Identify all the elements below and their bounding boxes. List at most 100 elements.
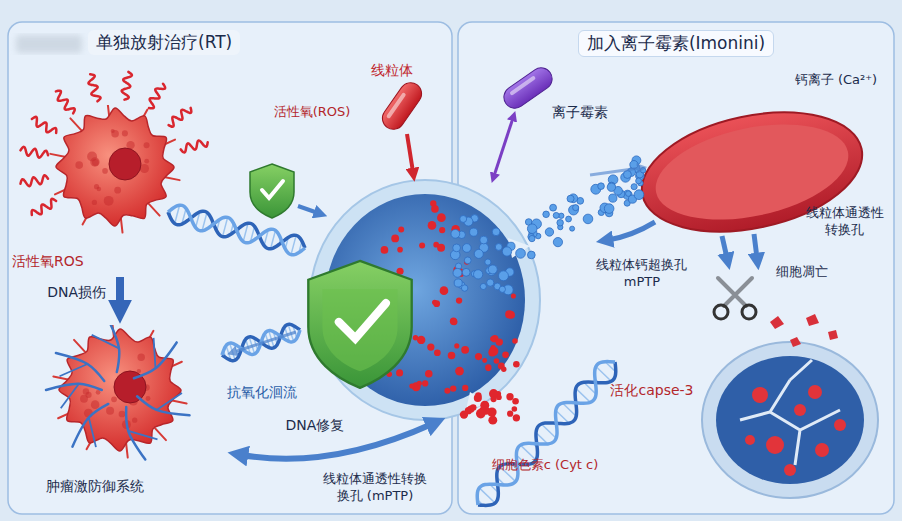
red-particle	[437, 213, 446, 222]
label-box: 细胞凋亡	[776, 264, 828, 281]
fragment	[808, 385, 822, 399]
ros-waves	[20, 72, 207, 215]
check-mark	[262, 181, 283, 198]
calcium-particle	[454, 279, 462, 287]
defense-vein	[92, 335, 119, 349]
tumor-texture	[92, 159, 99, 166]
calcium-particle	[598, 183, 605, 190]
calcium-particle	[460, 215, 467, 222]
red-particle	[511, 293, 516, 298]
helix-rung	[291, 235, 296, 254]
tumor-texture	[144, 142, 150, 148]
calcium-particle	[502, 247, 511, 256]
red-particle	[512, 406, 518, 412]
central-cell	[310, 180, 540, 420]
tendril	[149, 204, 160, 216]
calcium-particle	[625, 191, 631, 197]
part-label: 钙离子 (Ca²⁺)	[795, 72, 877, 89]
tumor-texture	[86, 392, 92, 398]
red-particle	[428, 221, 437, 230]
red-particle	[433, 300, 440, 307]
calcium-particle	[470, 228, 478, 236]
helix-strand	[222, 324, 300, 360]
ros-wave	[32, 199, 56, 215]
red-particle	[512, 338, 518, 344]
tendril	[164, 177, 180, 180]
fragment	[794, 404, 806, 416]
tumor-texture	[106, 407, 114, 415]
tumor-outline	[56, 108, 174, 226]
tendril	[107, 105, 109, 117]
red-particle	[507, 411, 513, 417]
label-box: 活化capse-3	[610, 381, 693, 399]
calcium-particle	[492, 228, 500, 236]
red-particle	[409, 383, 414, 388]
tumor-texture	[132, 417, 137, 422]
tendril	[167, 362, 182, 369]
defense-vein	[157, 393, 182, 410]
tumor-texture	[137, 369, 141, 373]
tendril	[155, 428, 166, 440]
red-particle	[460, 410, 468, 418]
panel-title: 单独放射治疗(RT)	[88, 30, 240, 55]
tumor-texture	[122, 130, 128, 136]
calcium-particle	[529, 235, 535, 241]
tendril	[140, 110, 148, 124]
part-label: 离子霉素	[552, 103, 608, 121]
calcium-particle	[488, 265, 497, 274]
helix-rung	[223, 217, 228, 236]
red-particle	[490, 396, 496, 402]
tumor-texture	[90, 157, 99, 166]
part-label: 线粒体钙超换孔 mPTP	[591, 257, 692, 291]
fragment	[834, 419, 846, 431]
red-particle	[488, 416, 497, 425]
defense-vein	[61, 384, 79, 409]
helix-rung	[500, 466, 516, 481]
tendril	[83, 211, 91, 225]
red-particle	[427, 343, 434, 350]
helix-rung	[596, 367, 611, 382]
calcium-particle	[566, 216, 572, 222]
red-particle	[434, 349, 441, 356]
ros-wave	[122, 72, 132, 100]
calcium-particle	[462, 268, 470, 276]
red-particle	[417, 381, 422, 386]
check-mark	[339, 303, 386, 338]
calcium-particle	[550, 204, 557, 211]
calcium-particle	[557, 219, 564, 226]
capsules	[378, 64, 556, 134]
calcium-particle	[573, 205, 579, 211]
tendril	[87, 435, 95, 449]
defense-vein	[107, 325, 119, 372]
calcium-particle	[516, 249, 526, 259]
tumor-texture	[118, 385, 127, 394]
tendril	[70, 118, 81, 130]
arrow	[722, 236, 727, 258]
tumor-texture	[111, 130, 119, 138]
defense-vein	[137, 396, 189, 415]
fragment	[766, 436, 784, 454]
calcium-particle	[480, 283, 486, 289]
shield-body	[250, 164, 294, 218]
tendril	[112, 325, 114, 338]
capsule-shine	[509, 75, 536, 95]
red-particle	[454, 343, 459, 348]
panel-grounds	[8, 22, 894, 514]
scissors-icon	[714, 278, 756, 319]
tumor-texture	[96, 390, 101, 395]
panel: 活性氧ROS肿瘤激防御系统单独放射治疗(RT)	[8, 22, 452, 514]
arrow	[242, 424, 432, 459]
red-particle	[381, 246, 389, 254]
label-box: 线粒体	[371, 61, 413, 79]
calcium-particle	[583, 214, 593, 224]
red-particle	[444, 388, 450, 394]
calcium-particle	[464, 257, 471, 264]
red-particle	[439, 227, 445, 233]
red-particle	[494, 358, 500, 364]
cell-membrane	[310, 180, 540, 420]
calcium-particle	[545, 228, 553, 236]
red-particle	[419, 242, 425, 248]
tumor-texture	[87, 152, 97, 162]
